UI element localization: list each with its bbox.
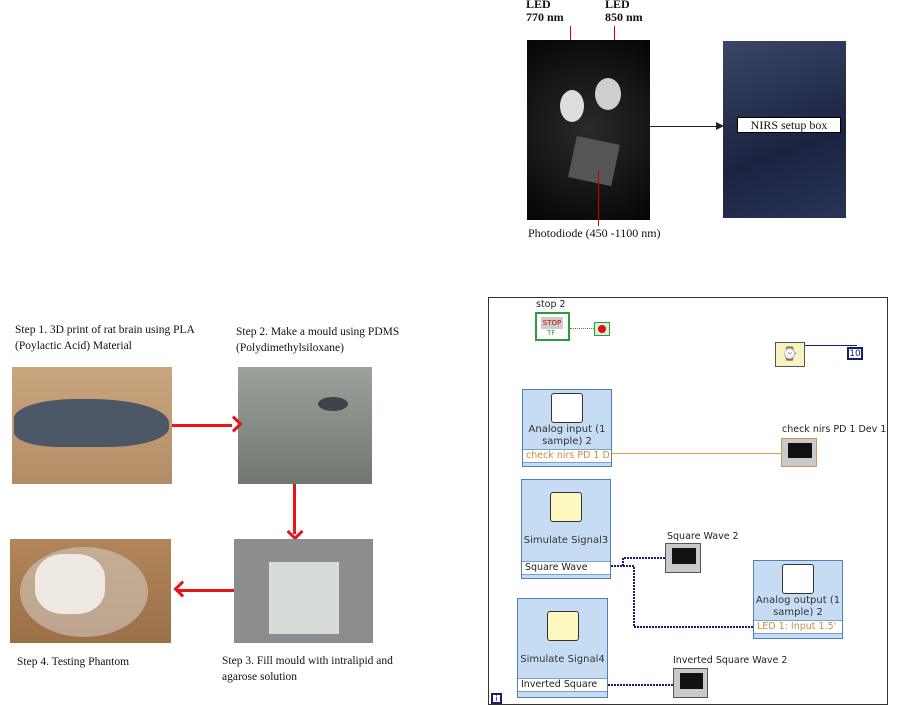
simulate-signal-icon — [550, 492, 582, 522]
step2-caption: Step 2. Make a mould using PDMS (Polydim… — [236, 326, 400, 354]
simulate-signal3-node[interactable]: Simulate Signal3 Square Wave — [521, 479, 611, 579]
step3-photo — [234, 539, 373, 643]
loop-iteration-terminal: i — [491, 693, 502, 704]
node-name: Simulate Signal3 — [523, 535, 609, 546]
boolean-type-label: TF — [547, 329, 556, 337]
nirs-box-label: NIRS setup box — [737, 117, 841, 133]
data-wire — [612, 453, 781, 454]
daq-input-icon — [551, 393, 583, 423]
stop-button-control[interactable]: STOP TF — [535, 312, 570, 341]
stop-wire — [570, 328, 594, 329]
arrow-step1-to-step2 — [172, 424, 232, 427]
led-770-label: LED 770 nm — [526, 0, 564, 24]
waveform-graph-icon[interactable] — [673, 668, 708, 698]
simulate-signal-icon — [546, 611, 579, 641]
wait-constant[interactable]: 10 — [847, 347, 863, 360]
node-name: Analog input (1 sample) 2 — [528, 424, 606, 447]
waveform-graph-icon[interactable] — [665, 543, 701, 573]
arrow-step2-to-step3 — [293, 484, 296, 534]
waveform-graph-icon[interactable] — [781, 438, 817, 467]
photodiode-label: Photodiode (450 -1100 nm) — [528, 226, 661, 240]
simulate-signal4-node[interactable]: Simulate Signal4 Inverted Square — [517, 598, 608, 698]
graph-label: Inverted Square Wave 2 — [673, 655, 788, 666]
analog-output-node[interactable]: Analog output (1 sample) 2 LED 1: Input … — [753, 560, 843, 639]
led-label: LED — [526, 0, 551, 11]
arrow-step3-to-step4 — [176, 589, 234, 592]
loop-condition-terminal — [594, 322, 610, 336]
step1-caption: Step 1. 3D print of rat brain using PLA … — [15, 324, 195, 352]
graph-label: check nirs PD 1 Dev 1 — [782, 424, 887, 435]
node-output[interactable]: Inverted Square — [518, 678, 607, 692]
stop-button[interactable]: STOP — [541, 317, 563, 329]
step1-photo — [12, 367, 172, 484]
step2-photo — [238, 367, 372, 484]
led-label: LED — [605, 0, 630, 11]
daq-output-icon — [782, 564, 814, 594]
led-wavelength: 770 nm — [526, 10, 564, 24]
arrow-head — [716, 122, 724, 130]
node-channel[interactable]: LED 1: Input 1.5' — [754, 620, 842, 634]
timer-wire — [805, 345, 857, 346]
node-channel[interactable]: check nirs PD 1 D — [523, 449, 611, 463]
node-output[interactable]: Square Wave — [522, 561, 610, 575]
wait-timer-icon[interactable]: ⌚ — [775, 342, 805, 367]
analog-input-node[interactable]: Analog input (1 sample) 2 check nirs PD … — [522, 389, 612, 467]
led-850-label: LED 850 nm — [605, 0, 643, 24]
step4-photo — [10, 539, 171, 643]
led-wavelength: 850 nm — [605, 10, 643, 24]
led-photodiode-photo — [527, 40, 650, 220]
step4-caption: Step 4. Testing Phantom — [17, 656, 130, 668]
photodiode-pointer — [598, 170, 599, 226]
graph-label: Square Wave 2 — [667, 531, 739, 542]
node-name: Simulate Signal4 — [520, 654, 605, 665]
stop-label: stop 2 — [536, 299, 566, 310]
step3-caption: Step 3. Fill mould with intralipid and a… — [222, 655, 393, 683]
connection-arrow — [650, 126, 718, 127]
node-name: Analog output (1 sample) 2 — [755, 595, 841, 618]
